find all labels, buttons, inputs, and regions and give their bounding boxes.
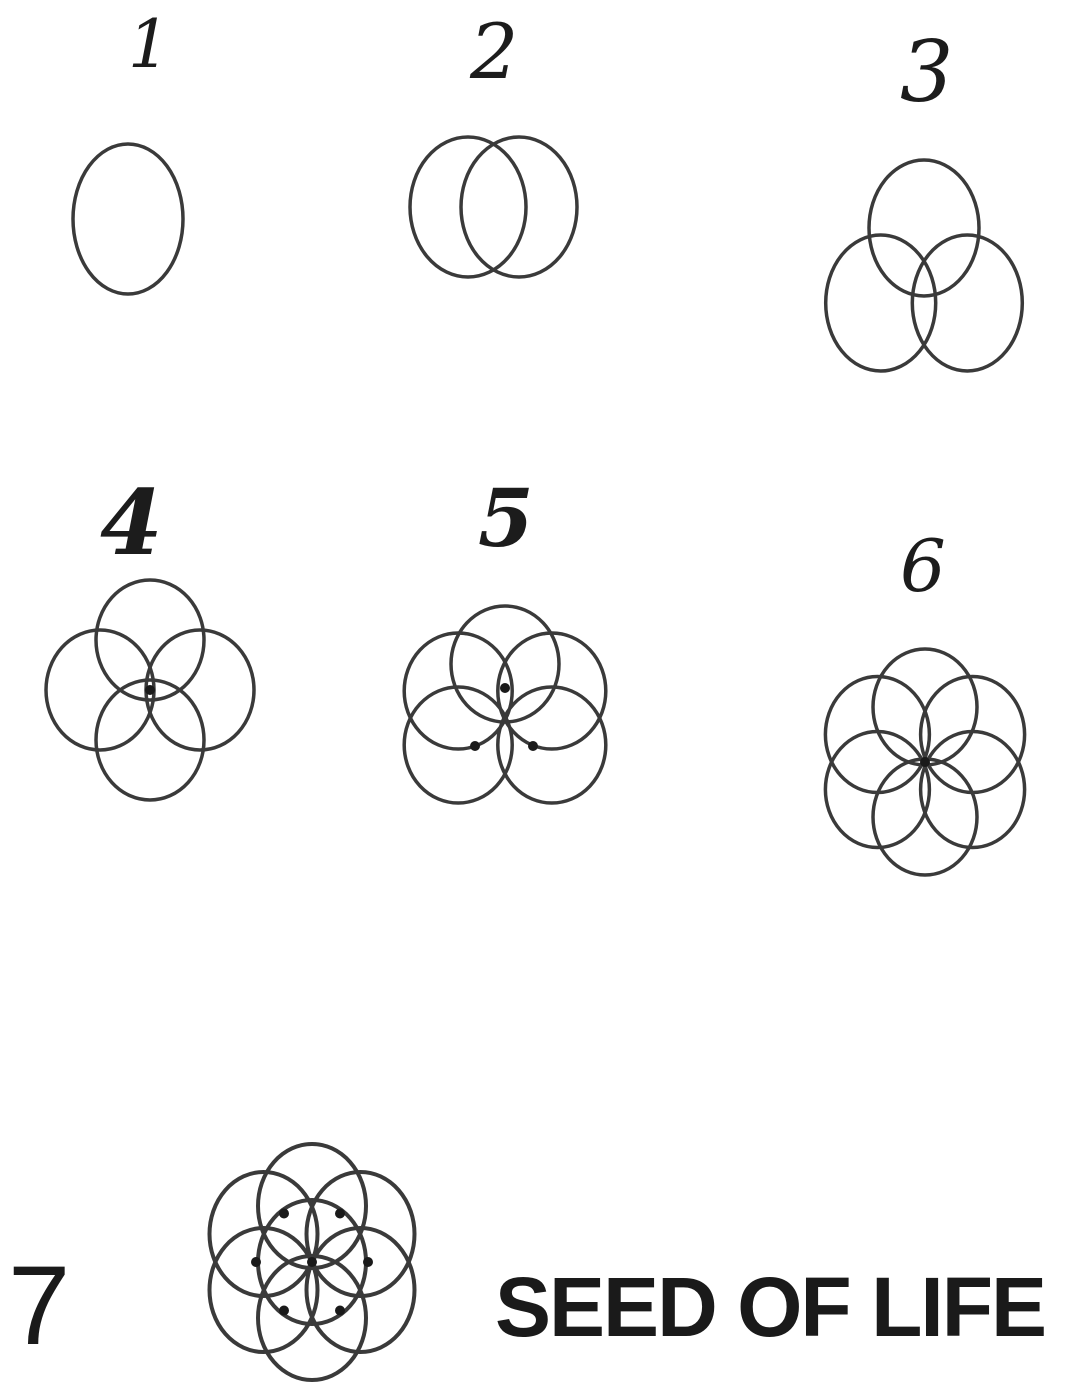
step7-intersection-2 — [363, 1257, 373, 1267]
step2-circle-right — [461, 137, 577, 277]
step7-intersection-1 — [335, 1209, 345, 1219]
step3-circle-3 — [912, 235, 1022, 371]
step7-intersection-3 — [335, 1306, 345, 1316]
step2-circle-left — [410, 137, 526, 277]
step4-center-point — [145, 685, 155, 695]
step7-intersection-4 — [279, 1306, 289, 1316]
step1-circle — [73, 144, 183, 294]
step5-point-1 — [500, 683, 510, 693]
step4-circle-3 — [96, 680, 204, 800]
step5-circle-5 — [404, 687, 512, 803]
step6-center-point — [920, 757, 930, 767]
step7-intersection-5 — [251, 1257, 261, 1267]
step3-circle-2 — [826, 235, 936, 371]
step7-center-point — [307, 1257, 317, 1267]
step5-point-2 — [470, 741, 480, 751]
step4-circle-1 — [96, 580, 204, 700]
diagram-caption: SEED OF LIFE — [495, 1265, 1080, 1349]
step5-point-3 — [528, 741, 538, 751]
step3-circle-1 — [869, 160, 979, 296]
step5-circle-4 — [498, 687, 606, 803]
step7-intersection-6 — [279, 1209, 289, 1219]
step4-circle-4 — [46, 630, 154, 750]
step4-circle-2 — [146, 630, 254, 750]
